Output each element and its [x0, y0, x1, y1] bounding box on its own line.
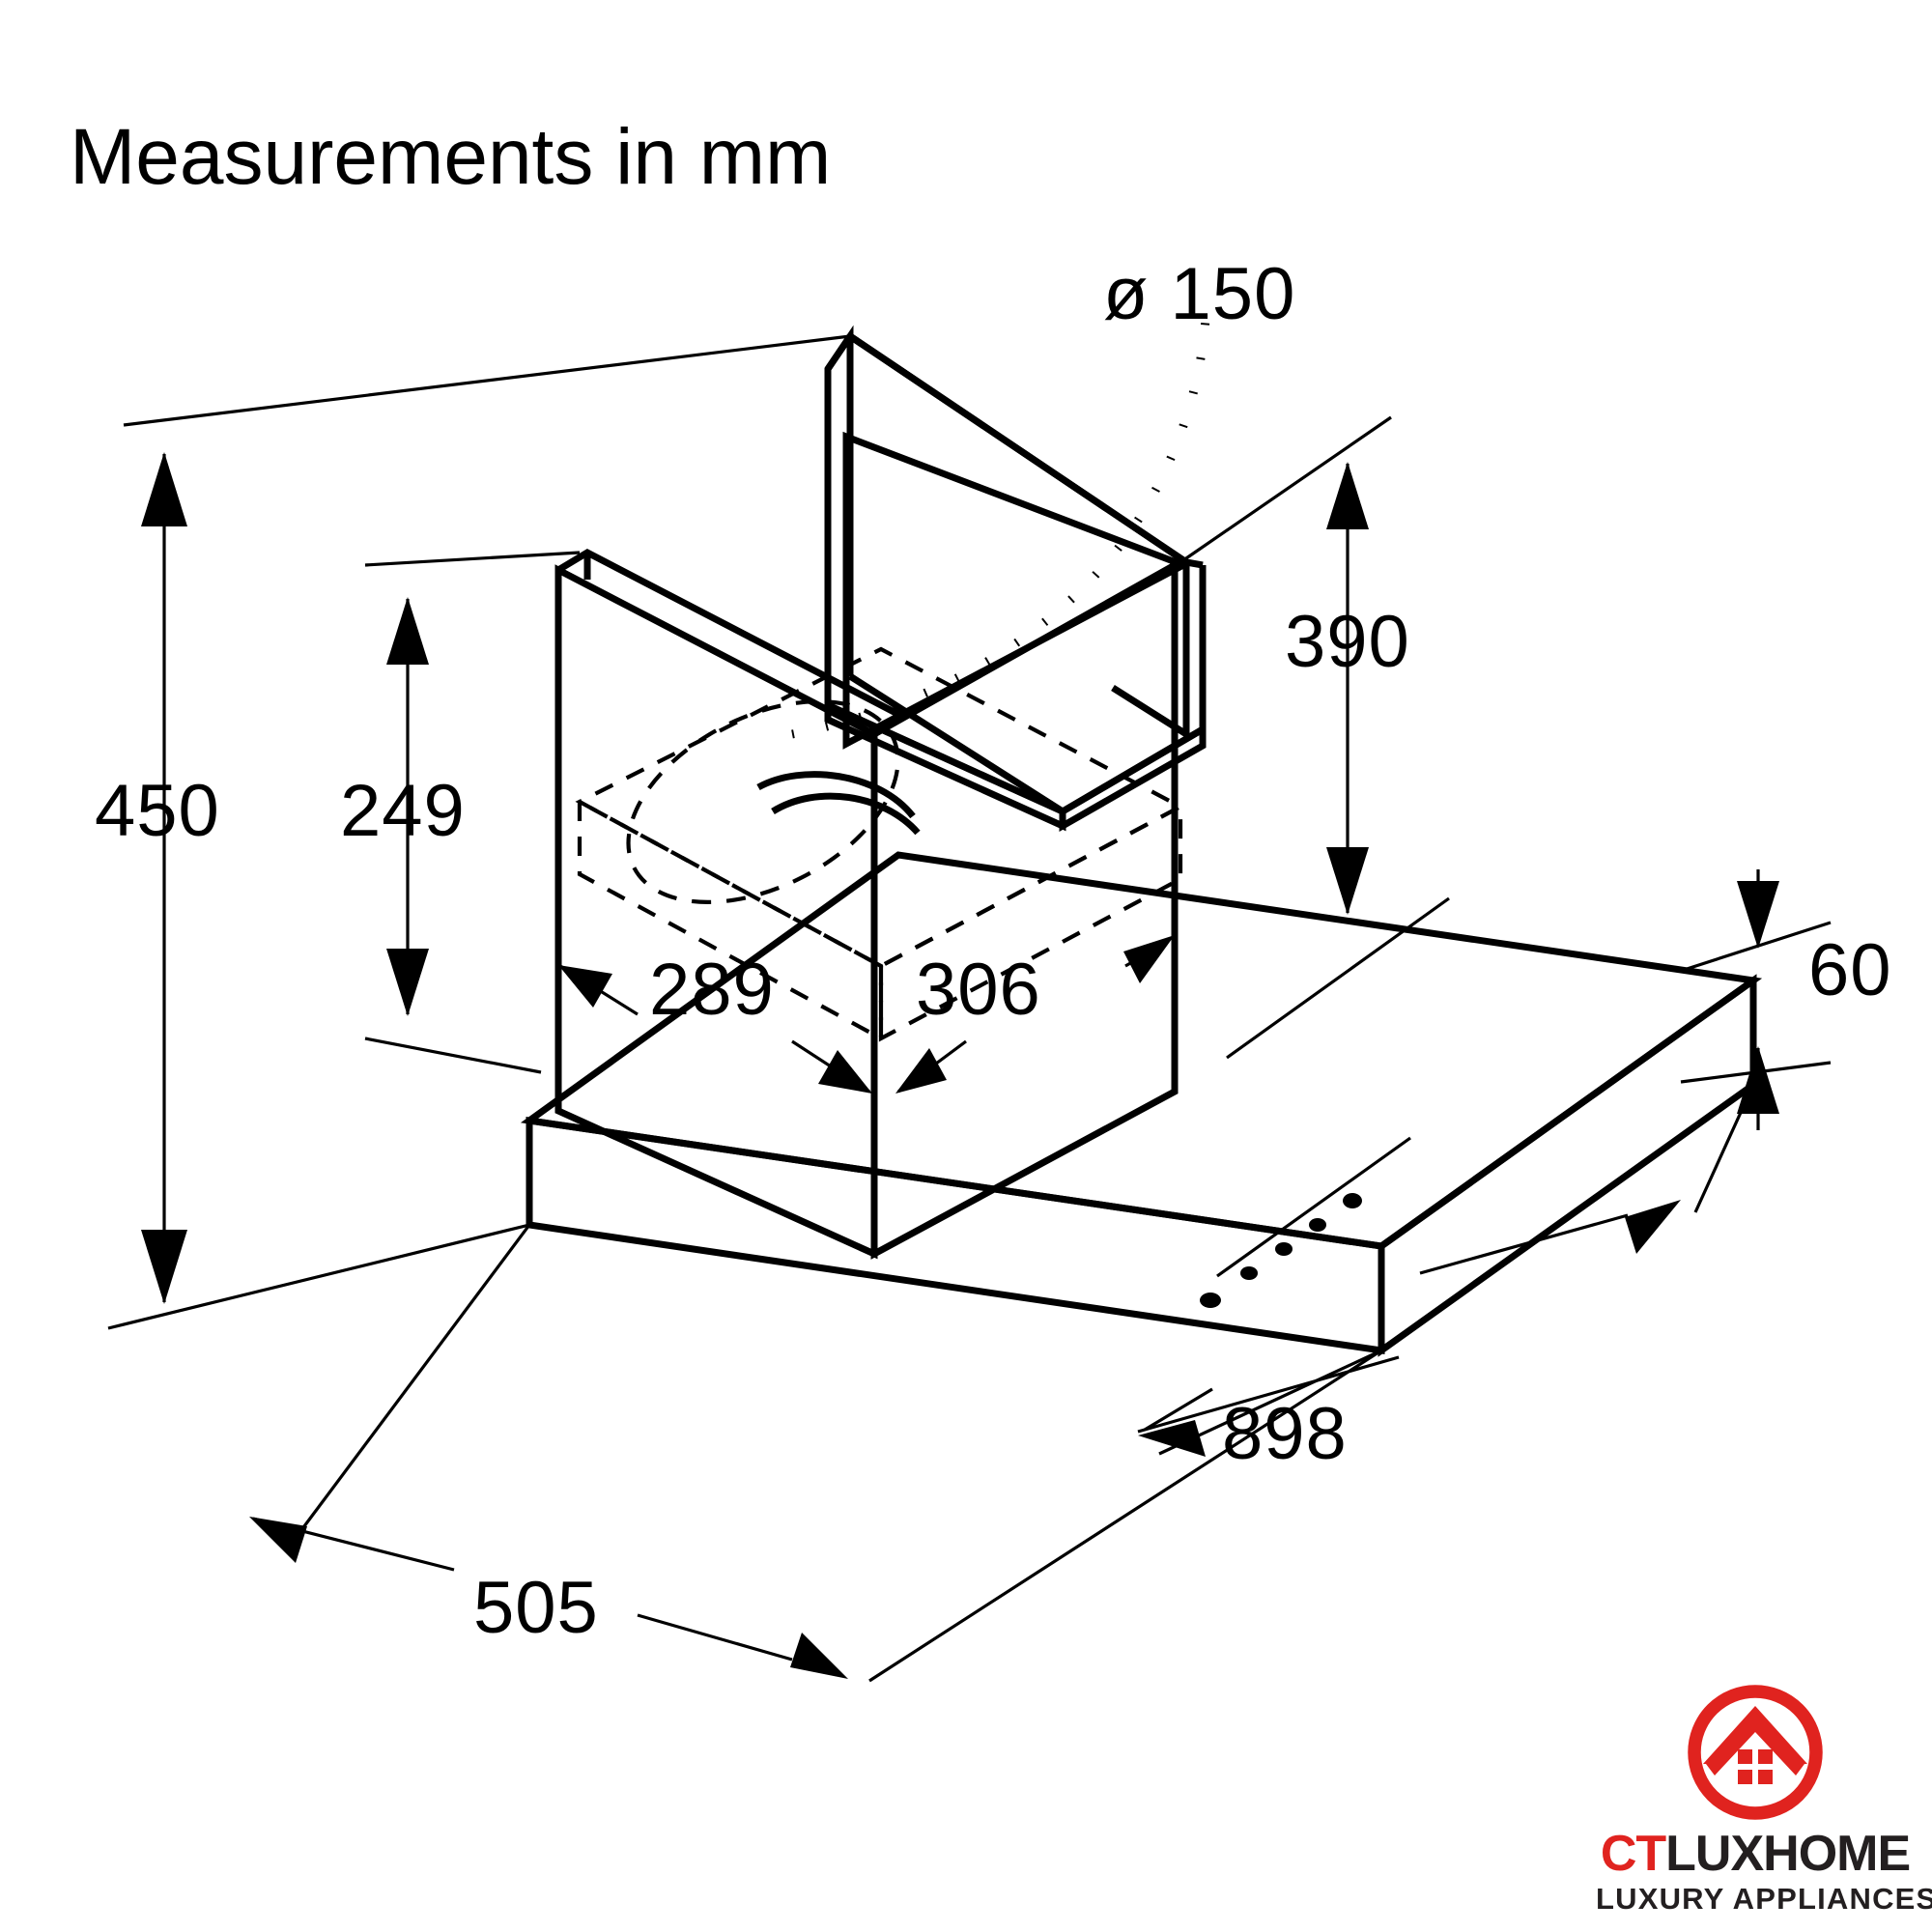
ext-line-canopy-bottom-left — [868, 1349, 1382, 1683]
duct-diameter-leader — [791, 318, 1210, 739]
arrowhead-249-up — [386, 597, 429, 665]
ext-line-canopy-front-corner — [288, 1224, 531, 1547]
arrowhead-306-left — [895, 1048, 947, 1094]
control-strip-line — [1216, 1136, 1411, 1278]
hidden-motor-box-right-face — [878, 803, 1183, 1042]
chimney-upper-face-a — [848, 333, 1190, 734]
duct-collar-arc — [756, 771, 916, 819]
arrowhead-390-up — [1326, 462, 1369, 529]
page-title: Measurements in mm — [70, 113, 831, 201]
ext-line-canopy-bottom-corner — [1158, 1349, 1382, 1456]
dim-label-duct-diameter: ø 150 — [1103, 253, 1295, 335]
arrowhead-450-down — [141, 1230, 187, 1304]
hidden-duct-circle — [626, 699, 900, 904]
chimney-lower-top-lip — [556, 548, 911, 738]
arrowhead-450-up — [141, 452, 187, 526]
chimney-upper-right-face — [842, 431, 1192, 750]
control-button[interactable] — [1309, 1218, 1326, 1232]
ext-line-249-bottom — [364, 1037, 542, 1074]
chimney-upper-top-slope — [1185, 558, 1204, 569]
duct-collar-arc-2 — [771, 792, 921, 836]
logo-brand-secondary: LUXHOME — [1665, 1825, 1911, 1882]
dim-label-hood-width: 898 — [1222, 1393, 1348, 1475]
ext-line-390-bottom — [1226, 896, 1450, 1060]
control-button[interactable] — [1275, 1242, 1293, 1256]
arrowhead-390-down — [1326, 847, 1369, 915]
arrowhead-898-right — [1625, 1200, 1681, 1254]
dim-label-chimney-depth: 289 — [649, 949, 775, 1031]
chimney-upper-opening-rim — [824, 699, 1066, 832]
control-button[interactable] — [1200, 1293, 1221, 1308]
dim-label-chimney-width: 306 — [916, 949, 1041, 1031]
arrowhead-289-left — [558, 965, 612, 1008]
dim-label-total-height: 450 — [95, 770, 220, 852]
ext-line-450-bottom — [107, 1223, 530, 1330]
hood-control-buttons[interactable] — [1200, 1193, 1362, 1308]
ext-line-60-top — [1680, 921, 1832, 973]
control-button[interactable] — [1343, 1193, 1362, 1208]
arrowhead-306-right — [1123, 935, 1175, 983]
chimney-back-wall-top — [825, 334, 853, 371]
leader-505-right — [637, 1613, 793, 1662]
chimney-lower-rim-right — [1059, 723, 1207, 833]
ext-line-898-left — [1137, 1355, 1400, 1434]
brand-logo: CTLUXHOME LUXURY APPLIANCES — [1596, 1680, 1932, 1917]
chimney-upper-front-plate — [848, 333, 1190, 741]
dim-label-chimney-top-height: 390 — [1285, 601, 1410, 683]
logo-tagline: LUXURY APPLIANCES — [1596, 1882, 1932, 1916]
dim-label-hood-depth: 505 — [473, 1567, 599, 1649]
ext-line-450-top — [123, 334, 851, 427]
canopy-right-face — [1378, 974, 1757, 1357]
dim-label-chimney-height: 249 — [340, 770, 466, 852]
house-in-circle-icon — [1688, 1684, 1823, 1820]
ext-line-390-top — [1182, 415, 1392, 562]
chimney-top-edge-right — [848, 333, 1188, 565]
hidden-motor-box-left-face — [577, 798, 884, 1042]
control-button[interactable] — [1240, 1266, 1258, 1280]
chimney-rim-step — [848, 673, 1065, 814]
arrowhead-898-left — [1138, 1420, 1206, 1457]
arrowhead-289-right — [818, 1050, 872, 1094]
canopy-top-face — [520, 851, 1763, 1250]
leader-898-left — [1144, 1387, 1213, 1432]
ext-line-canopy-right-corner — [1693, 1084, 1755, 1213]
arrowhead-505-left — [249, 1517, 307, 1563]
leader-898-right — [1419, 1213, 1629, 1275]
arrowhead-505-right — [790, 1633, 848, 1679]
arrowhead-60-down — [1737, 881, 1779, 949]
arrowhead-249-down — [386, 949, 429, 1016]
logo-brand-primary: CT — [1600, 1825, 1666, 1882]
ext-line-249-top — [364, 551, 581, 567]
dim-label-canopy-thickness: 60 — [1808, 929, 1892, 1011]
logo-wordmark: CTLUXHOME — [1596, 1829, 1915, 1879]
